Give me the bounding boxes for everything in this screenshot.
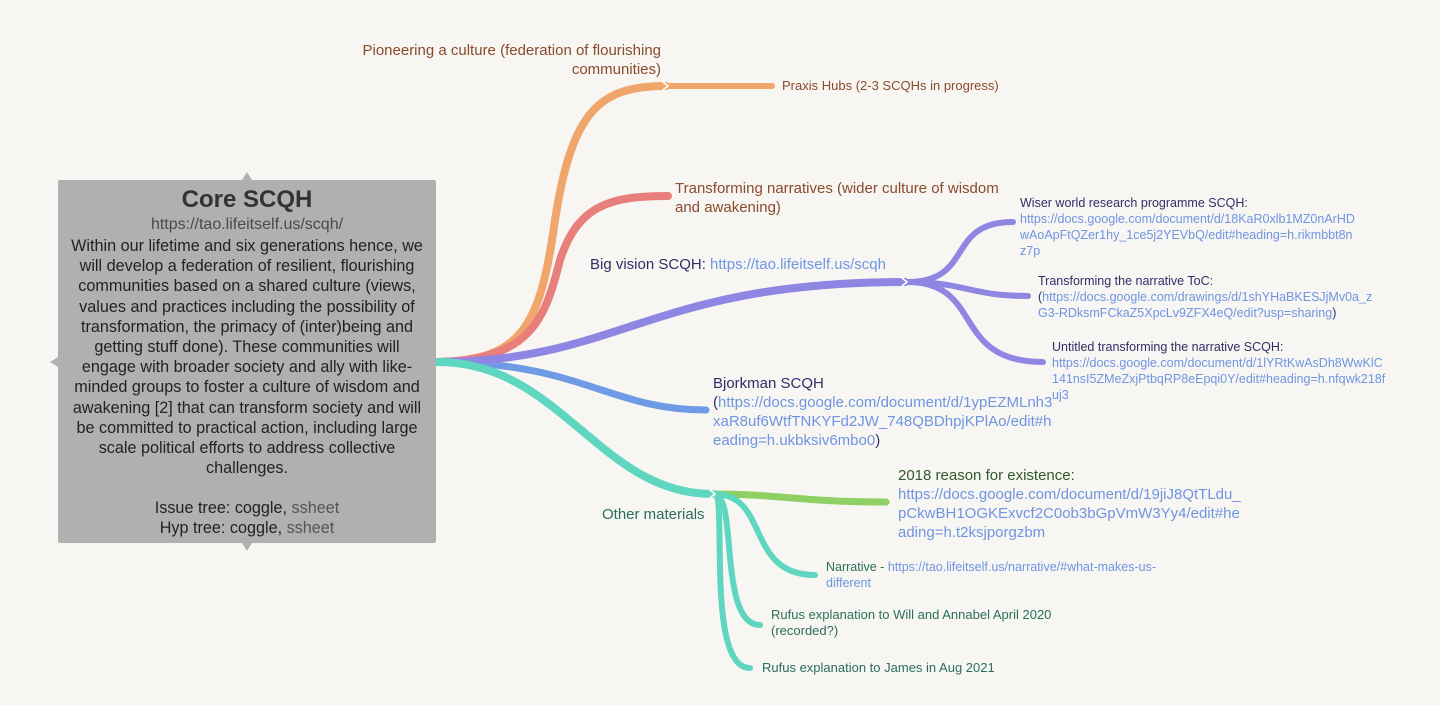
node-rufus-james[interactable]: Rufus explanation to James in Aug 2021 bbox=[762, 660, 995, 675]
issue-tree-ssheet-link[interactable]: ssheet bbox=[291, 499, 340, 518]
bjorkman-link[interactable]: https://docs.google.com/document/d/1ypEZ… bbox=[718, 394, 1053, 411]
collapse-up-arrow-icon[interactable] bbox=[242, 172, 252, 180]
branch-rufus-james bbox=[711, 491, 753, 671]
central-node[interactable]: Core SCQH https://tao.lifeitself.us/scqh… bbox=[58, 180, 436, 543]
branch-untitled bbox=[904, 279, 1046, 365]
untitled-link[interactable]: https://docs.google.com/document/d/1lYRt… bbox=[1052, 356, 1386, 402]
branch-pioneering bbox=[434, 82, 670, 366]
central-body: Within our lifetime and six generations … bbox=[71, 237, 423, 478]
central-title: Core SCQH bbox=[181, 186, 313, 213]
narrative-link[interactable]: https://tao.lifeitself.us/narrative/#wha… bbox=[887, 560, 1156, 574]
central-trees: Issue tree: coggle, ssheet Hyp tree: cog… bbox=[68, 498, 426, 538]
collapse-left-arrow-icon[interactable] bbox=[50, 357, 58, 367]
toc-link-cont[interactable]: G3-RDksmFCkaZ5XpcLv9ZFX4eQ/edit?usp=shar… bbox=[1038, 306, 1333, 320]
node-wiser-world[interactable]: Wiser world research programme SCQH: htt… bbox=[1020, 196, 1355, 258]
joint-chevron-icon bbox=[662, 81, 670, 91]
branch-reason bbox=[710, 490, 890, 506]
branch-big-vision bbox=[434, 278, 909, 366]
node-big-vision[interactable]: Big vision SCQH: https://tao.lifeitself.… bbox=[590, 256, 886, 273]
node-pioneering[interactable]: Pioneering a culture (federation of flou… bbox=[362, 42, 661, 78]
joint-chevron-icon bbox=[901, 277, 909, 287]
branch-transforming bbox=[434, 192, 672, 366]
reason-link[interactable]: https://docs.google.com/document/d/19jiJ… bbox=[898, 486, 1241, 541]
branch-bjorkman bbox=[434, 358, 710, 414]
collapse-down-arrow-icon[interactable] bbox=[242, 543, 252, 551]
wiser-link[interactable]: https://docs.google.com/document/d/18KaR… bbox=[1020, 212, 1355, 258]
joint-chevron-icon bbox=[709, 489, 717, 499]
issue-tree-label: Issue tree: coggle, bbox=[154, 499, 292, 518]
node-narrative[interactable]: Narrative - https://tao.lifeitself.us/na… bbox=[826, 560, 1156, 590]
node-rufus-will[interactable]: Rufus explanation to Will and Annabel Ap… bbox=[771, 607, 1052, 638]
big-vision-link[interactable]: https://tao.lifeitself.us/scqh bbox=[710, 256, 886, 273]
hyp-tree-ssheet-link[interactable]: ssheet bbox=[286, 519, 335, 538]
toc-link[interactable]: https://docs.google.com/drawings/d/1shYH… bbox=[1042, 290, 1373, 304]
node-bjorkman[interactable]: Bjorkman SCQH (https://docs.google.com/d… bbox=[713, 375, 1053, 449]
node-untitled-narrative[interactable]: Untitled transforming the narrative SCQH… bbox=[1052, 340, 1386, 402]
node-other-materials[interactable]: Other materials bbox=[602, 506, 705, 523]
node-praxis-hubs[interactable]: Praxis Hubs (2-3 SCQHs in progress) bbox=[782, 78, 999, 93]
node-transforming-toc[interactable]: Transforming the narrative ToC: (https:/… bbox=[1038, 274, 1373, 320]
branch-wiser bbox=[904, 219, 1016, 285]
hyp-tree-label: Hyp tree: coggle, bbox=[159, 519, 287, 538]
branch-narrative bbox=[711, 491, 818, 578]
branch-other bbox=[434, 358, 716, 498]
branch-rufus-will bbox=[711, 491, 763, 628]
node-transforming-narratives[interactable]: Transforming narratives (wider culture o… bbox=[675, 180, 999, 216]
central-url[interactable]: https://tao.lifeitself.us/scqh/ bbox=[150, 216, 344, 233]
node-2018-reason[interactable]: 2018 reason for existence: https://docs.… bbox=[898, 467, 1241, 541]
